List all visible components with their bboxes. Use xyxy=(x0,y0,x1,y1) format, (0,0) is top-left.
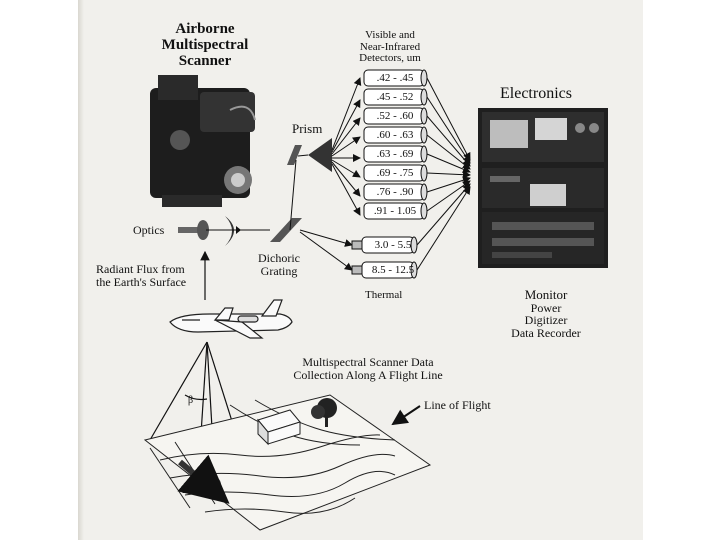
detector-arrow-3 xyxy=(426,134,471,170)
detector-arrow-5 xyxy=(426,170,471,179)
detector-2-label: .52 - .60 xyxy=(376,110,414,122)
detector-5-label: .69 - .75 xyxy=(376,167,414,179)
thermal-detector-tab-1 xyxy=(351,265,363,275)
optics-icon xyxy=(178,216,270,246)
detector-4-label: .63 - .69 xyxy=(376,148,414,160)
electronics-label: Electronics xyxy=(500,85,572,102)
aircraft-icon xyxy=(169,299,293,339)
detector-1-label: .45 - .52 xyxy=(376,91,414,103)
detector-arrow-9 xyxy=(416,186,471,271)
prism-fold-mirror-icon xyxy=(287,145,302,165)
detector-cylinders xyxy=(351,69,428,279)
prism-label: Prism xyxy=(292,121,323,136)
thermal-label: Thermal xyxy=(365,289,403,301)
detector-arrow-4 xyxy=(426,153,471,173)
detector-4 xyxy=(363,145,428,163)
thermal-detector-1 xyxy=(361,261,418,279)
thermal-detector-0-label: 3.0 - 5.5 xyxy=(374,239,412,251)
ground-cell-d-label: D xyxy=(182,485,190,496)
electronics-rack-image xyxy=(478,108,608,268)
thermal-detector-1-label: 8.5 - 12.5 xyxy=(371,264,415,276)
detectors-title: Visible and Near-Infrared Detectors, um xyxy=(359,29,421,65)
detector-arrow-1 xyxy=(426,96,471,164)
detector-arrow-0 xyxy=(426,77,471,161)
collection-title: Multispectral Scanner Data Collection Al… xyxy=(293,355,443,382)
dichroic-grating-icon xyxy=(270,218,302,242)
detector-output-arrows xyxy=(416,77,471,271)
prism-icon xyxy=(308,138,332,172)
detector-arrow-2 xyxy=(426,115,471,167)
scanner-title: Airborne Multispectral Scanner xyxy=(161,21,249,69)
detector-0 xyxy=(363,69,428,87)
scanner-instrument-image xyxy=(150,75,256,207)
paper-edge-shadow xyxy=(78,0,84,540)
detector-1 xyxy=(363,88,428,106)
detector-arrow-8 xyxy=(416,183,471,246)
detector-0-label: .42 - .45 xyxy=(376,72,414,84)
house-icon xyxy=(257,409,301,446)
detector-7 xyxy=(363,202,428,220)
detector-3 xyxy=(363,126,428,144)
detector-6-label: .76 - .90 xyxy=(376,186,414,198)
optics-label: Optics xyxy=(133,223,165,237)
flight-direction-arrow xyxy=(177,454,230,504)
radiant-flux-label: Radiant Flux from the Earth's Surface xyxy=(96,262,187,289)
detector-2 xyxy=(363,107,428,125)
electronics-components-list: Monitor Power Digitizer Data Recorder xyxy=(511,287,581,340)
detector-5 xyxy=(363,164,428,182)
detector-7-label: .91 - 1.05 xyxy=(373,205,417,217)
prism-rays xyxy=(331,77,362,216)
grating-label: Dichoric Grating xyxy=(258,251,300,278)
tree-icon xyxy=(311,398,337,427)
detector-arrow-6 xyxy=(426,176,471,193)
thermal-detector-tab-0 xyxy=(351,240,363,250)
line-of-flight-label: Line of Flight xyxy=(424,398,491,412)
beta-angle-label: β xyxy=(188,395,194,406)
detector-3-label: .60 - .63 xyxy=(376,129,414,141)
